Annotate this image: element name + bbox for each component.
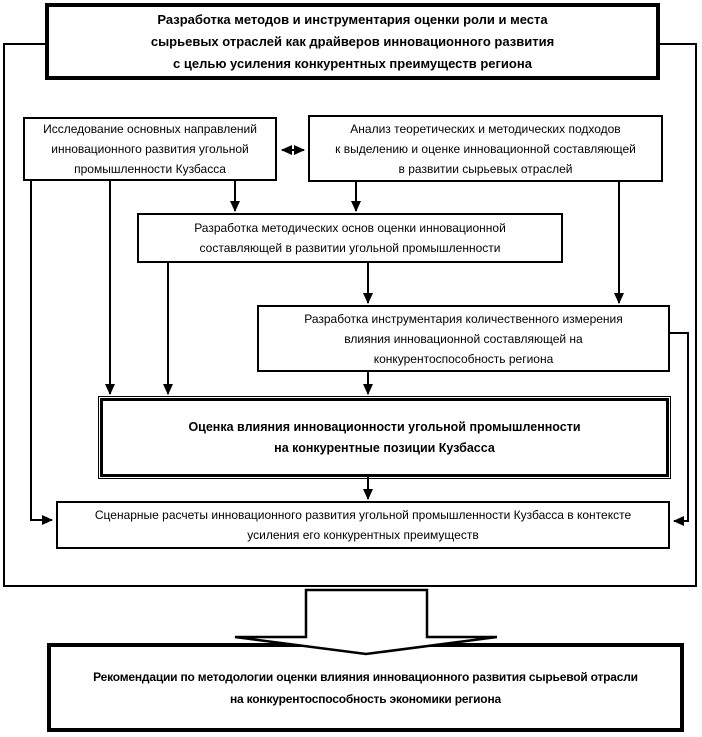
title-box: Разработка методов и инструментария оцен… <box>45 3 660 80</box>
theoretical-analysis-box: Анализ теоретических и методических подх… <box>308 115 663 182</box>
instrumentation-text: Разработка инструментария количественног… <box>304 311 623 366</box>
methodical-basis-box: Разработка методических основ оценки инн… <box>137 213 563 263</box>
recommendations-box: Рекомендации по методологии оценки влиян… <box>47 643 684 732</box>
assessment-text: Оценка влияния инновационности угольной … <box>188 419 581 455</box>
research-directions-text: Исследование основных направлений иннова… <box>43 122 257 176</box>
scenario-calculations-box: Сценарные расчеты инновационного развити… <box>56 501 670 549</box>
recommendations-text: Рекомендации по методологии оценки влиян… <box>93 669 638 706</box>
title-box-text: Разработка методов и инструментария оцен… <box>150 11 555 71</box>
scenario-calculations-text: Сценарные расчеты инновационного развити… <box>94 508 632 542</box>
theoretical-analysis-text: Анализ теоретических и методических подх… <box>335 121 636 176</box>
assessment-box: Оценка влияния инновационности угольной … <box>98 396 671 479</box>
methodical-basis-text: Разработка методических основ оценки инн… <box>194 221 506 255</box>
instrumentation-box: Разработка инструментария количественног… <box>257 305 670 372</box>
research-directions-box: Исследование основных направлений иннова… <box>23 117 277 181</box>
